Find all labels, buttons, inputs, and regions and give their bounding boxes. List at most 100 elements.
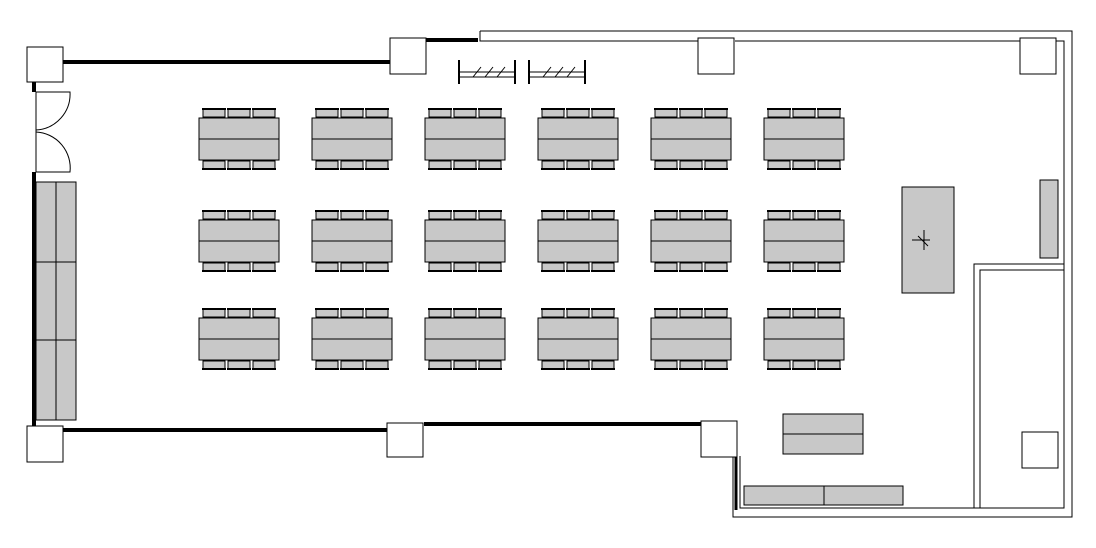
structural-columns	[26, 37, 1059, 469]
chair	[315, 108, 339, 118]
chair	[478, 360, 502, 370]
chair	[340, 108, 364, 118]
chair	[817, 262, 841, 272]
chair	[340, 210, 364, 220]
chair	[817, 210, 841, 220]
chair	[202, 210, 226, 220]
chair	[679, 210, 703, 220]
chair	[365, 108, 389, 118]
chair	[227, 262, 251, 272]
column	[26, 46, 64, 83]
chair	[202, 108, 226, 118]
table-group	[537, 308, 619, 370]
chair	[227, 210, 251, 220]
chair	[428, 360, 452, 370]
side-cabinets	[35, 181, 77, 421]
chair	[428, 210, 452, 220]
chair	[679, 108, 703, 118]
chair	[541, 160, 565, 170]
presenter-area	[743, 179, 1059, 506]
chair	[817, 108, 841, 118]
outer-wall	[480, 30, 1073, 518]
chair	[591, 160, 615, 170]
chair	[541, 108, 565, 118]
table-group	[650, 210, 732, 272]
table-group	[537, 210, 619, 272]
chair	[227, 360, 251, 370]
top-wall-inner	[479, 31, 698, 42]
chair	[478, 160, 502, 170]
chair	[453, 108, 477, 118]
chair	[704, 160, 728, 170]
chair	[654, 262, 678, 272]
column	[700, 420, 738, 458]
chair	[654, 160, 678, 170]
chair	[767, 360, 791, 370]
table-group	[424, 210, 506, 272]
chair	[227, 160, 251, 170]
chair	[767, 160, 791, 170]
chair	[365, 360, 389, 370]
seating-grid	[198, 108, 845, 370]
column	[1019, 37, 1057, 75]
room-walls	[32, 30, 1073, 518]
chair	[654, 360, 678, 370]
chair	[453, 160, 477, 170]
chair	[679, 262, 703, 272]
side-table	[823, 485, 904, 506]
chair	[478, 210, 502, 220]
chair	[340, 360, 364, 370]
chair	[566, 360, 590, 370]
chair	[817, 308, 841, 318]
table-group	[198, 108, 280, 170]
chair	[654, 210, 678, 220]
chair	[453, 360, 477, 370]
wall-board	[1039, 179, 1059, 259]
chair	[428, 262, 452, 272]
chair	[202, 308, 226, 318]
chair	[252, 308, 276, 318]
chair	[315, 160, 339, 170]
chair	[340, 160, 364, 170]
chair	[315, 360, 339, 370]
chair	[591, 308, 615, 318]
chair	[252, 108, 276, 118]
chair	[227, 308, 251, 318]
table-group	[424, 108, 506, 170]
chair	[792, 210, 816, 220]
presenter-icon	[912, 230, 930, 250]
door-leaf-bottom	[35, 131, 71, 173]
chair	[227, 108, 251, 118]
column	[386, 422, 424, 458]
chair	[679, 160, 703, 170]
column	[26, 425, 64, 463]
chair	[252, 160, 276, 170]
chair	[566, 108, 590, 118]
chair	[315, 210, 339, 220]
column	[697, 37, 735, 75]
chair	[541, 262, 565, 272]
chair	[704, 262, 728, 272]
chair	[428, 160, 452, 170]
back-room-wall	[979, 269, 1064, 508]
back-room	[973, 263, 1064, 508]
table-group	[763, 108, 845, 170]
table-group	[763, 308, 845, 370]
chair	[792, 262, 816, 272]
table-group	[198, 308, 280, 370]
chair	[767, 108, 791, 118]
chair	[767, 262, 791, 272]
chair	[340, 262, 364, 272]
chair	[478, 108, 502, 118]
chair	[315, 308, 339, 318]
chair	[453, 262, 477, 272]
chair	[252, 262, 276, 272]
chair	[252, 360, 276, 370]
chair	[202, 360, 226, 370]
chair	[817, 160, 841, 170]
table-group	[311, 108, 393, 170]
chair	[767, 210, 791, 220]
chair	[478, 262, 502, 272]
chair	[252, 210, 276, 220]
